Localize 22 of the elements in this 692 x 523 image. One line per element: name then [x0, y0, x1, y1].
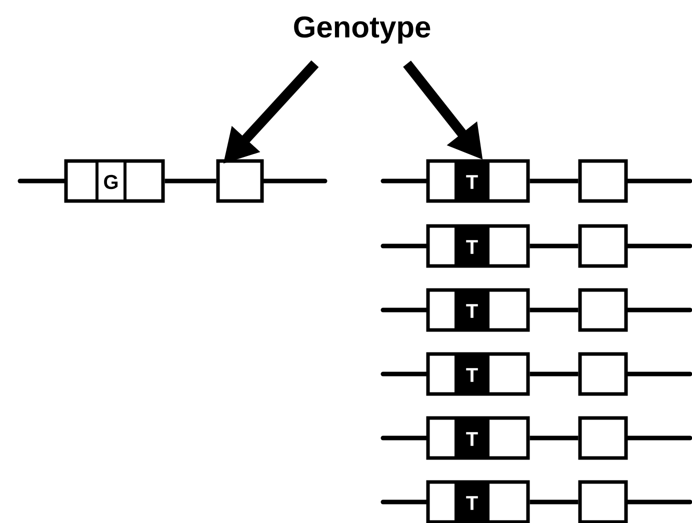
exon-box [578, 159, 628, 203]
gene-box: T [426, 352, 530, 396]
exon-box [216, 159, 264, 203]
gene-box: G [64, 159, 165, 203]
chromosome-line [530, 436, 578, 440]
chromosome-line [530, 308, 578, 312]
chromosome-line [530, 372, 578, 376]
exon-box [578, 224, 628, 268]
exon-box [578, 352, 628, 396]
exon-box [578, 288, 628, 332]
gene-box: T [426, 288, 530, 332]
chromosome-line [164, 178, 216, 184]
chromosome-line [530, 178, 578, 184]
exon-box [578, 416, 628, 460]
gene-box: T [426, 224, 530, 268]
gene-box: T [426, 480, 530, 523]
chromosome-line [530, 500, 578, 504]
gene-box: T [426, 416, 530, 460]
exon-box [578, 480, 628, 523]
gene-box: T [426, 159, 530, 203]
chromosome-line [530, 244, 578, 248]
heading: Genotype [294, 16, 430, 44]
